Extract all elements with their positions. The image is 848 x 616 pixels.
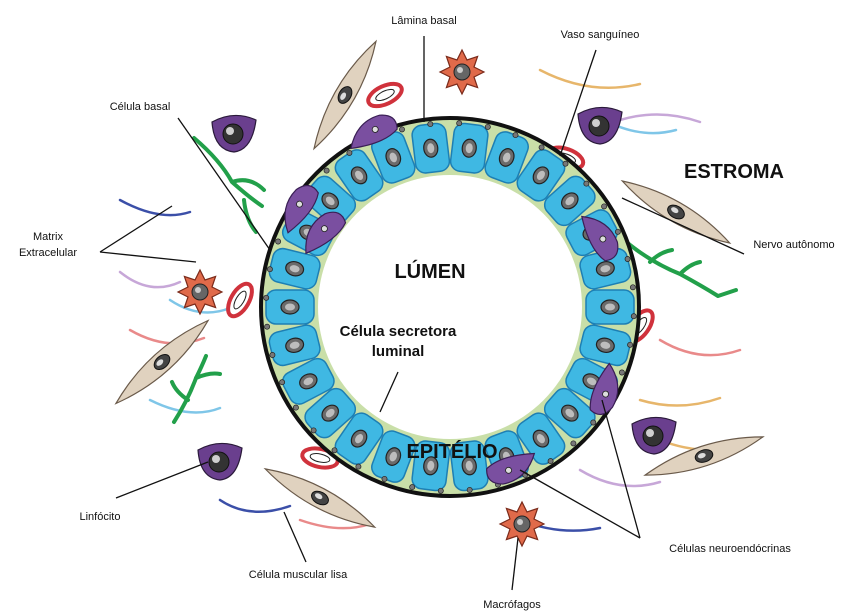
luminal-cell [266,290,314,324]
basal-cell-nucleus [615,229,620,234]
luminal-cell-nucleolus [605,304,615,311]
lymphocyte-nucleus [589,116,609,136]
lymphocyte [212,115,256,152]
basal-cell-nucleus [467,487,472,492]
basal-cell-nucleus [602,204,607,209]
matrix-fibre [540,70,640,88]
lymphocyte [198,443,242,480]
label-matrix-line2: Extracelular [19,247,77,259]
macrophage-highlight [195,287,201,293]
basal-cell-nucleus [428,122,433,127]
basal-cell-nucleus [356,464,361,469]
label-celula-secretora-line2: luminal [372,343,425,360]
macrophage [178,270,222,314]
matrix-fibre [120,200,190,215]
basal-cell-nucleus [270,352,275,357]
label-macrofagos: Macrófagos [483,599,541,611]
blood-vessel [223,280,257,320]
lymphocyte-nucleus [223,124,243,144]
basal-cell-nucleus [267,267,272,272]
lumen [318,175,582,439]
basal-cell-nucleus [539,145,544,150]
macrophage-highlight [517,519,523,525]
matrix-fibre [220,500,290,512]
basal-cell-nucleus [382,476,387,481]
label-vaso-sanguineo: Vaso sanguíneo [561,29,640,41]
lymphocyte-highlight [226,127,234,135]
macrophage [440,50,484,94]
lymphocyte [632,417,676,454]
matrix-fibre [660,340,740,355]
label-lamina-basal: Lâmina basal [391,15,456,27]
label-lumen: LÚMEN [394,259,465,283]
label-epitelio: EPITÉLIO [406,440,497,463]
autonomic-nerve [194,138,264,232]
autonomic-nerve [624,240,736,296]
label-celula-basal: Célula basal [110,101,171,113]
label-estroma: ESTROMA [684,161,784,183]
basal-cell-nucleus [264,295,269,300]
lymphocyte-nucleus [209,452,229,472]
basal-cell-nucleus [293,405,298,410]
basal-cell-nucleus [625,256,630,261]
blood-vessel [365,79,405,111]
basal-cell-nucleus [332,448,337,453]
basal-cell-nucleus [324,168,329,173]
basal-cell-nucleus [584,181,589,186]
basal-cell-nucleus [630,285,635,290]
label-celulas-neuroendocrinas: Células neuroendócrinas [669,543,791,555]
basal-cell-nucleus [276,239,281,244]
macrophage-highlight [457,67,463,73]
basal-cell-nucleus [311,428,316,433]
basal-cell-nucleus [457,121,462,126]
basal-cell-nucleus [631,314,636,319]
lymphocyte-highlight [212,455,220,463]
luminal-cell [449,122,489,174]
basal-cell-nucleus [410,485,415,490]
label-nervo-autonomo: Nervo autônomo [753,239,834,251]
lymphocyte-highlight [646,429,654,437]
luminal-cell [411,122,451,174]
luminal-cell [586,290,634,324]
basal-cell-nucleus [628,342,633,347]
macrophage [500,502,544,546]
basal-cell-nucleus [347,150,352,155]
label-celula-secretora-line1: Célula secretora [340,323,457,340]
smooth-muscle-cell [109,313,215,411]
lymphocyte-nucleus [643,426,663,446]
lymphocyte-highlight [592,119,600,127]
basal-cell-nucleus [399,127,404,132]
smooth-muscle-cell [617,172,734,251]
basal-cell-nucleus [485,124,490,129]
basal-cell-nucleus [513,133,518,138]
matrix-fibre [120,272,180,287]
label-linfocito: Linfócito [80,511,121,523]
matrix-fibre [640,398,720,406]
basal-cell-nucleus [563,161,568,166]
basal-cell-nucleus [265,324,270,329]
lymphocyte [578,107,622,144]
basal-cell-nucleus [591,420,596,425]
matrix-fibre [620,114,700,122]
luminal-cell-nucleolus [285,304,295,311]
basal-cell-nucleus [619,370,624,375]
basal-cell-nucleus [280,380,285,385]
basal-cell-nucleus [548,459,553,464]
label-matrix-line1: Matrix [33,231,63,243]
label-celula-muscular-lisa: Célula muscular lisa [249,569,348,581]
basal-cell-nucleus [438,488,443,493]
basal-cell-nucleus [571,441,576,446]
